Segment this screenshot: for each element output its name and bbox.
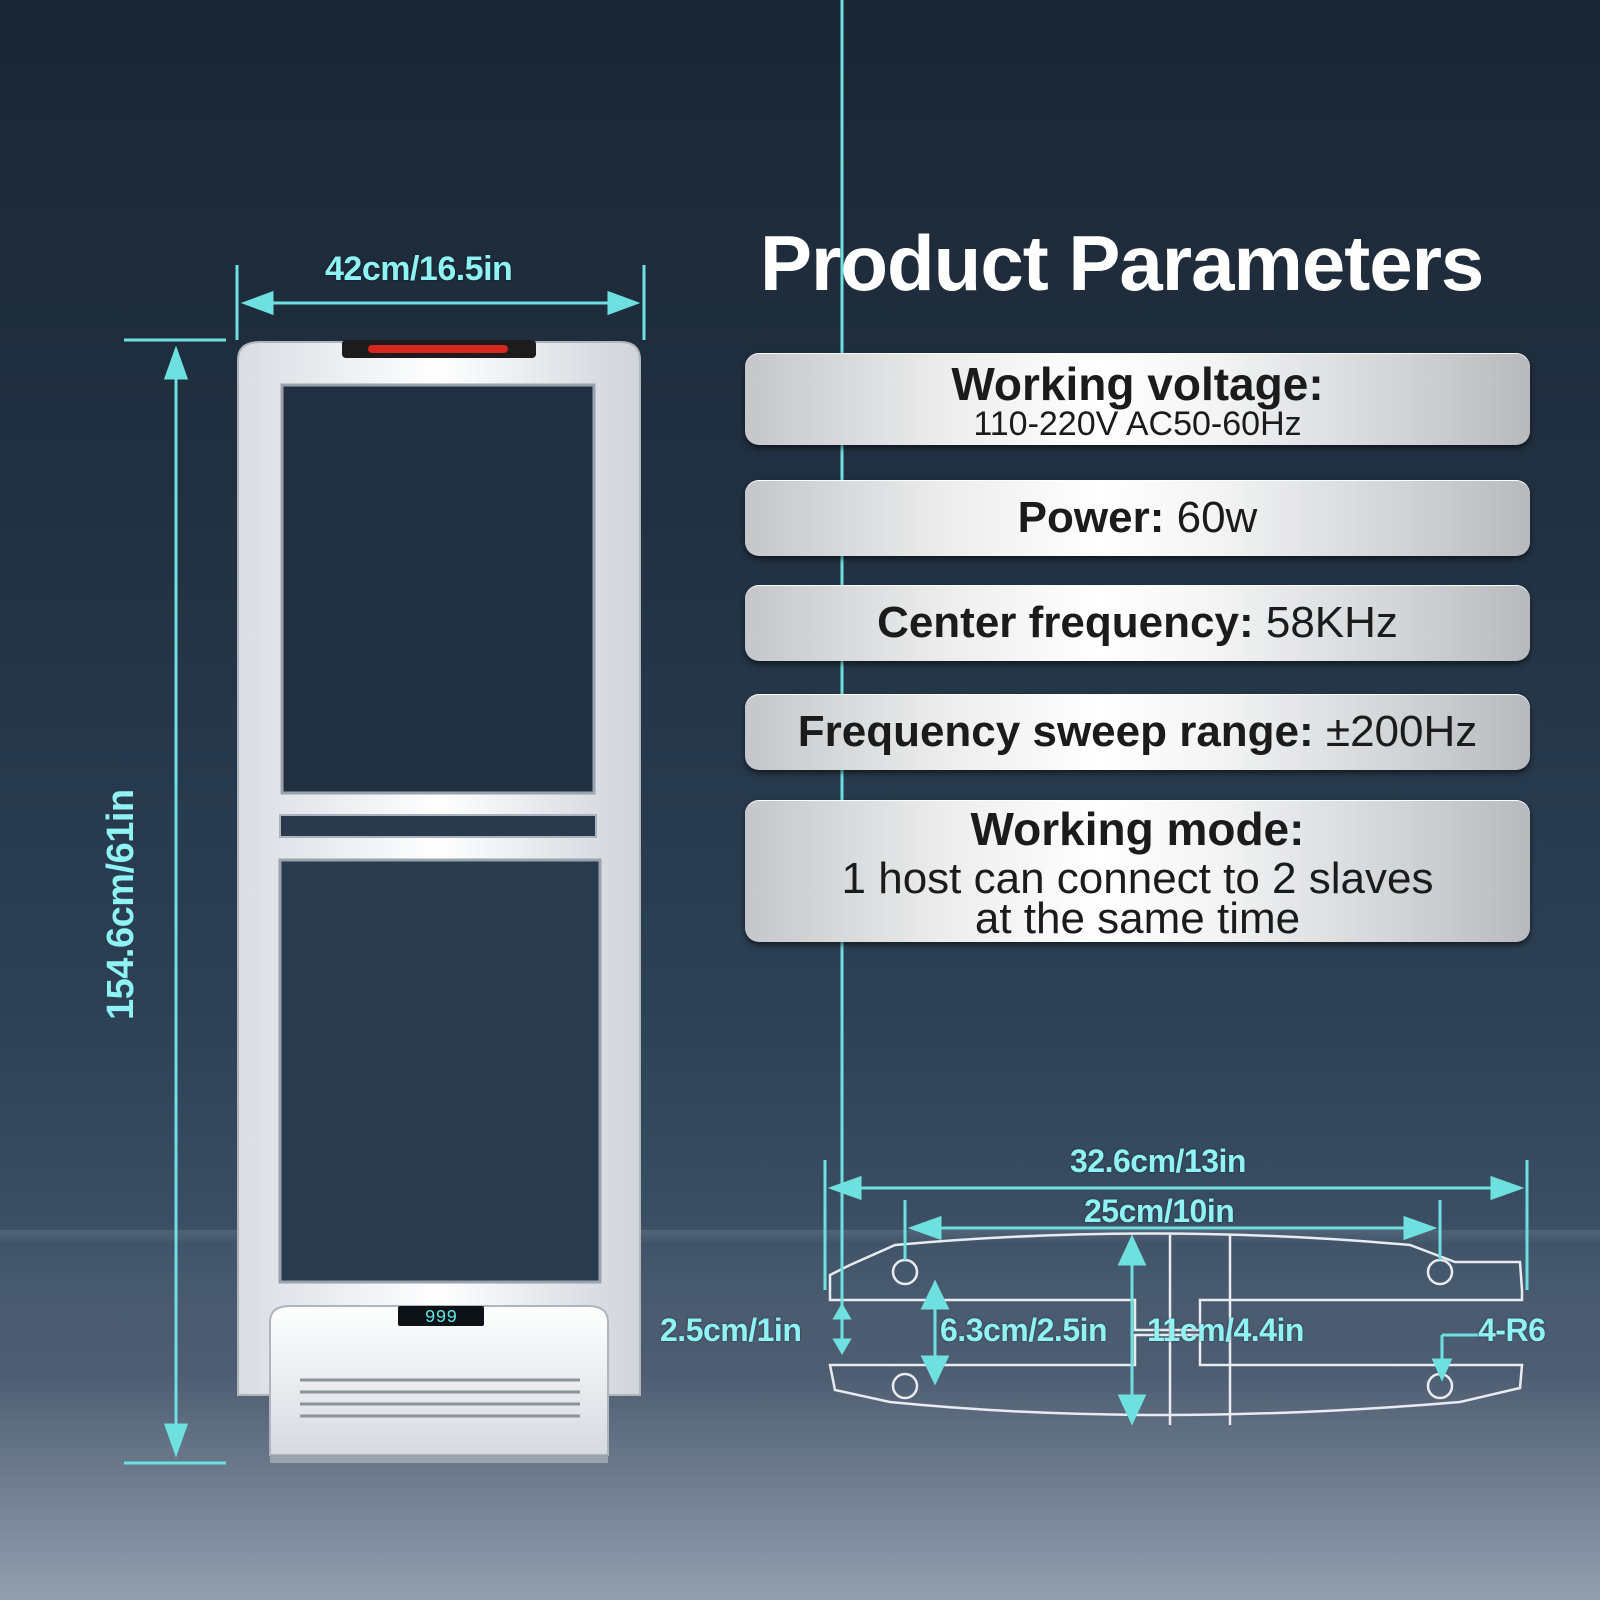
height-dimension-label: 154.6cm/61in	[100, 789, 142, 1020]
param-mode-value-line1: 1 host can connect to 2 slaves	[841, 854, 1434, 903]
width-dimension-lines	[235, 265, 646, 340]
param-frequency-label: Center frequency:	[877, 598, 1254, 647]
base-vents	[300, 1378, 580, 1418]
counter-display	[398, 1306, 484, 1326]
gate-window-lower	[278, 858, 602, 1284]
param-frequency-value: 58KHz	[1265, 598, 1398, 647]
param-sweep-value: ±200Hz	[1325, 707, 1478, 756]
base-total-length-label: 32.6cm/13in	[1070, 1143, 1246, 1179]
gate-divider	[279, 814, 597, 838]
height-dimension-lines	[124, 338, 226, 1465]
page-title: Product Parameters	[760, 219, 1484, 307]
base-width-center-label: 11cm/4.4in	[1147, 1312, 1304, 1348]
param-sweep: Frequency sweep range: ±200Hz	[745, 694, 1530, 770]
gate-window-upper	[280, 383, 596, 795]
holes-label: 4-R6	[1478, 1312, 1546, 1348]
param-mode: Working mode: 1 host can connect to 2 sl…	[745, 800, 1530, 943]
counter-reading: 999	[425, 1308, 457, 1328]
param-voltage-label: Working voltage:	[951, 358, 1324, 410]
base-hole-spacing-label: 25cm/10in	[1084, 1193, 1235, 1229]
param-voltage-value: 110-220V AC50-60Hz	[973, 405, 1302, 443]
param-sweep-label: Frequency sweep range:	[797, 707, 1314, 756]
param-mode-value-line2: at the same time	[974, 894, 1301, 943]
param-frequency: Center frequency: 58KHz	[745, 585, 1530, 661]
width-dimension-label: 42cm/16.5in	[325, 250, 513, 288]
param-voltage: Working voltage: 110-220V AC50-60Hz	[745, 353, 1530, 445]
base-footprint-drawing	[828, 1232, 1524, 1425]
param-power-value: 60w	[1176, 493, 1258, 542]
param-power-label: Power:	[1017, 493, 1165, 542]
base-edge-height-label: 2.5cm/1in	[660, 1312, 802, 1348]
param-power: Power: 60w	[745, 480, 1530, 556]
base-dimension-lines	[823, 0, 1529, 1426]
base-width-outer-label: 6.3cm/2.5in	[940, 1312, 1108, 1348]
param-mode-label: Working mode:	[970, 803, 1305, 855]
